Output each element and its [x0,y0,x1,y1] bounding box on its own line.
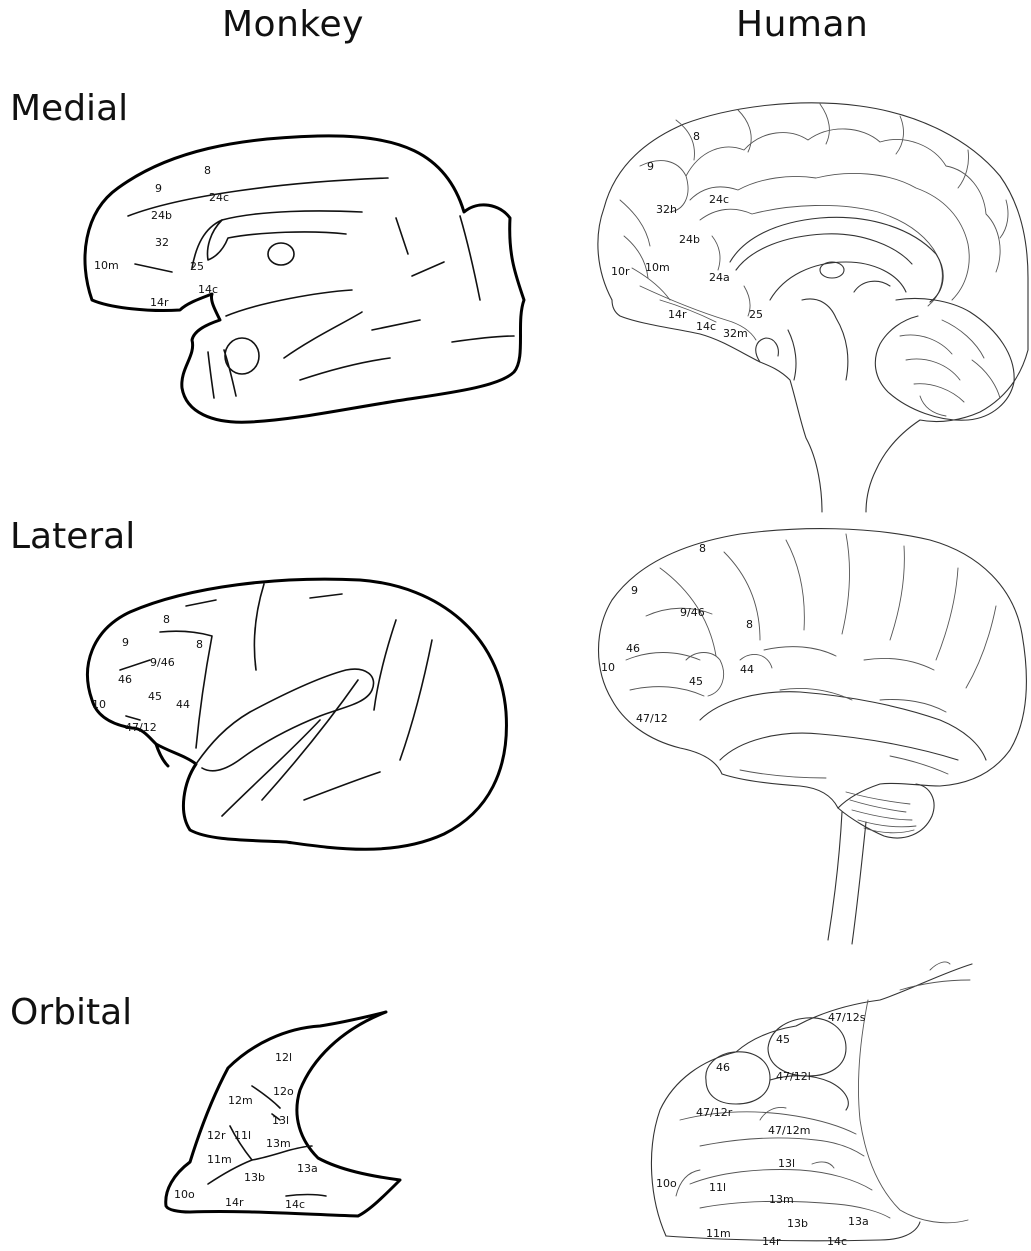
human-orbital-label: 46 [716,1061,730,1074]
human-medial-label: 24a [709,271,730,284]
human-lateral-label: 8 [699,542,706,555]
human-orbital-label: 11m [706,1227,731,1240]
human-lateral-label: 9 [631,584,638,597]
human-orbital-label: 47/12m [768,1124,810,1137]
monkey-lateral-label: 8 [163,613,170,626]
monkey-lateral-label: 9/46 [150,656,175,669]
human-lateral-label: 9/46 [680,606,705,619]
monkey-orbital-brain: 12l 12o 12m 13l 12r 11l 13m 11m 13a 13b … [166,1012,400,1216]
human-orbital-label: 45 [776,1033,790,1046]
human-lateral-label: 44 [740,663,754,676]
monkey-orbital-label: 12r [207,1129,226,1142]
human-orbital-label: 13a [848,1215,869,1228]
human-orbital-brain: 47/12s 45 46 47/12l 47/12r 47/12m 13l 10… [651,962,972,1248]
human-medial-label: 32h [656,203,677,216]
human-orbital-label: 13b [787,1217,808,1230]
monkey-orbital-label: 12m [228,1094,253,1107]
monkey-medial-label: 9 [155,182,162,195]
human-orbital-label: 47/12l [776,1070,811,1083]
monkey-orbital-label: 12o [273,1085,294,1098]
monkey-lateral-label: 46 [118,673,132,686]
monkey-lateral-label: 44 [176,698,190,711]
monkey-orbital-label: 13b [244,1171,265,1184]
human-medial-label: 9 [647,160,654,173]
monkey-lateral-label: 8 [196,638,203,651]
human-orbital-label: 14r [762,1235,781,1248]
human-orbital-label: 10o [656,1177,677,1190]
monkey-orbital-label: 13a [297,1162,318,1175]
human-medial-label: 24c [709,193,729,206]
monkey-lateral-label: 9 [122,636,129,649]
human-medial-label: 8 [693,130,700,143]
human-lateral-label: 10 [601,661,615,674]
monkey-medial-label: 8 [204,164,211,177]
monkey-orbital-label: 12l [275,1051,292,1064]
human-lateral-label: 8 [746,618,753,631]
human-orbital-label: 47/12r [696,1106,733,1119]
monkey-orbital-label: 11m [207,1153,232,1166]
monkey-medial-label: 24b [151,209,172,222]
human-medial-label: 14c [696,320,716,333]
human-medial-brain: 8 9 32h 24c 24b 10r 10m 24a 25 14r 14c 3… [598,103,1028,512]
human-medial-label: 25 [749,308,763,321]
monkey-lateral-brain: 8 9 8 9/46 46 45 44 10 47/12 [88,579,507,849]
human-medial-label: 10m [645,261,670,274]
human-orbital-label: 13l [778,1157,795,1170]
monkey-medial-label: 14r [150,296,169,309]
monkey-lateral-label: 10 [92,698,106,711]
monkey-orbital-label: 14r [225,1196,244,1209]
monkey-medial-label: 25 [190,260,204,273]
human-lateral-label: 46 [626,642,640,655]
monkey-lateral-label: 45 [148,690,162,703]
monkey-medial-label: 24c [209,191,229,204]
monkey-medial-label: 14c [198,283,218,296]
human-medial-label: 10r [611,265,630,278]
human-lateral-brain: 8 9 9/46 8 46 10 45 44 47/12 [599,529,1027,944]
monkey-lateral-label: 47/12 [125,721,157,734]
monkey-medial-label: 10m [94,259,119,272]
human-orbital-label: 11l [709,1181,726,1194]
monkey-medial-label: 32 [155,236,169,249]
human-lateral-label: 47/12 [636,712,668,725]
monkey-medial-brain: 8 9 24c 24b 32 10m 25 14c 14r [85,136,524,422]
human-lateral-label: 45 [689,675,703,688]
human-medial-label: 24b [679,233,700,246]
human-medial-label: 32m [723,327,748,340]
monkey-orbital-label: 13l [272,1114,289,1127]
human-orbital-label: 47/12s [828,1011,866,1024]
human-medial-label: 14r [668,308,687,321]
monkey-orbital-label: 11l [234,1129,251,1142]
monkey-orbital-label: 13m [266,1137,291,1150]
human-orbital-label: 13m [769,1193,794,1206]
monkey-orbital-label: 14c [285,1198,305,1211]
human-orbital-label: 14c [827,1235,847,1248]
monkey-orbital-label: 10o [174,1188,195,1201]
